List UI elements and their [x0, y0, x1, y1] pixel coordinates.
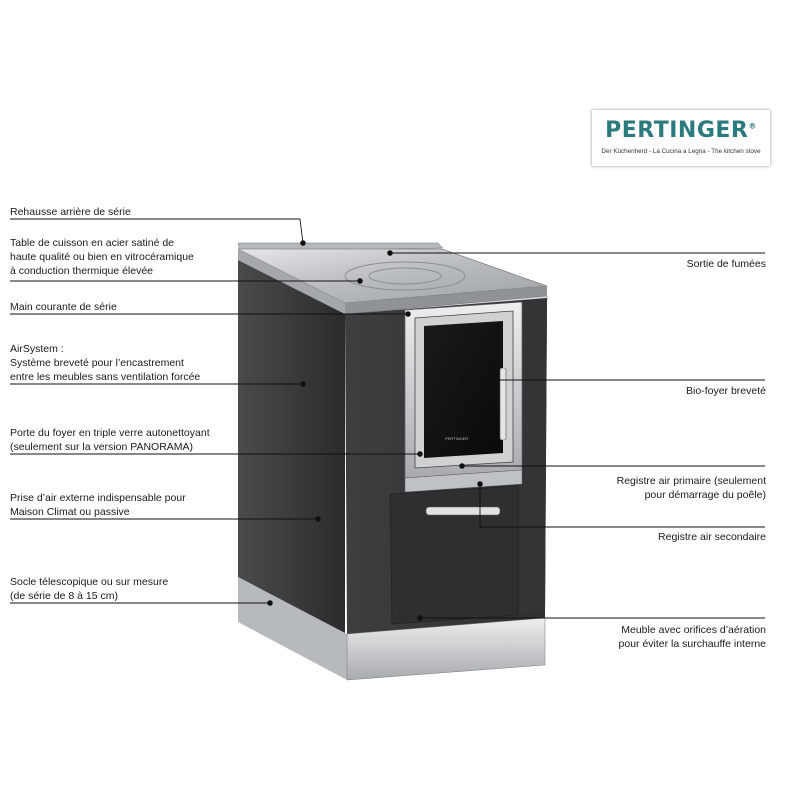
label-registre-primaire: Registre air primaire (seulement pour dé…: [616, 475, 766, 501]
cabinet-side: [238, 260, 345, 634]
firebox-glass: [424, 321, 503, 458]
cooking-ring-outer: [344, 261, 466, 291]
label-registre-secondaire: Registre air secondaire: [658, 531, 766, 543]
label-socle: Socle télescopique ou sur mesure (de sér…: [10, 576, 169, 602]
base-plinth-front: [346, 617, 546, 681]
door-badge: PERTINGER: [445, 436, 468, 441]
label-meuble: Meuble avec orifices d’aération pour évi…: [618, 624, 766, 650]
brand-logo: PERTINGER® Der Küchenherd - La Cucina a …: [592, 110, 770, 166]
door-handle: [499, 367, 507, 441]
label-airsystem: AirSystem : Système breveté pour l’encas…: [10, 343, 201, 383]
cooktop-edge-front: [345, 286, 547, 314]
front-column-right: [520, 299, 547, 612]
drawer-handle: [425, 506, 501, 516]
brand-name: PERTINGER®: [605, 118, 757, 143]
label-rehausse: Rehausse arrière de série: [10, 206, 131, 218]
cooktop-edge-left: [238, 249, 345, 314]
label-table-cuisson: Table de cuisson en acier satiné de haut…: [10, 237, 194, 277]
register-strip: [404, 469, 523, 493]
label-prise-air: Prise d’air externe indispensable pour M…: [10, 492, 186, 518]
cooking-ring-inner: [368, 267, 442, 285]
label-bio-foyer: Bio-foyer breveté: [686, 385, 766, 397]
drawer: [389, 485, 519, 625]
label-sortie-fumees: Sortie de fumées: [686, 258, 766, 270]
label-porte-foyer: Porte du foyer en triple verre autonetto…: [10, 427, 210, 453]
label-main-courante: Main courante de série: [10, 301, 117, 313]
registered-mark: ®: [748, 121, 757, 131]
brand-tagline: Der Küchenherd - La Cucina a Legna - The…: [601, 148, 761, 155]
leader-lines: [10, 218, 765, 621]
